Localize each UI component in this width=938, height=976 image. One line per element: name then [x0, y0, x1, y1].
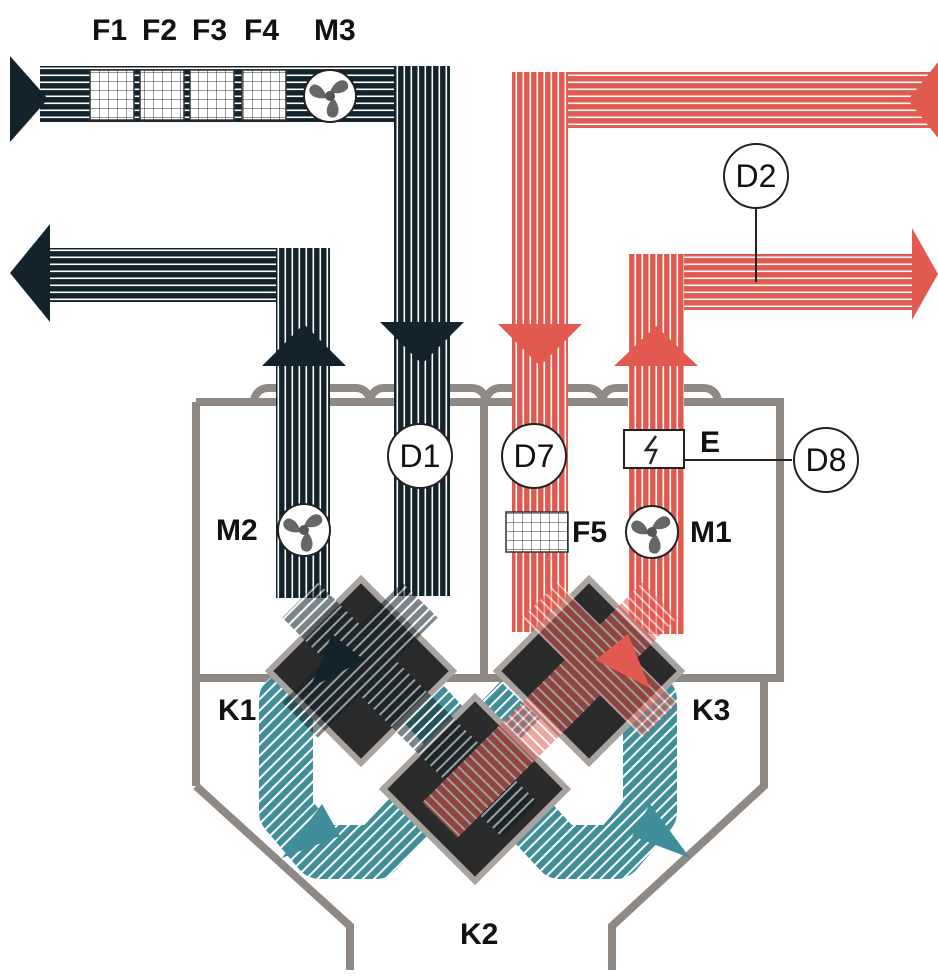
label-f3: F3 [192, 14, 227, 47]
teal-arrow-icon [632, 804, 690, 858]
label-k2: K2 [460, 918, 498, 951]
flow-arrow-icon [596, 634, 650, 688]
label-m1: M1 [690, 516, 732, 549]
label-d2: D2 [736, 158, 777, 194]
label-f2: F2 [142, 14, 177, 47]
fan-m2-icon [277, 503, 331, 557]
sensor-d2-circle [723, 143, 789, 209]
sensor-d1-circle [387, 423, 453, 489]
label-f1: F1 [92, 14, 127, 47]
flow-arrow-icon [310, 634, 364, 688]
inlet-arrow-icon [10, 56, 48, 142]
teal-arrow-icon [282, 804, 340, 858]
label-k3: K3 [692, 694, 730, 727]
down-arrow-icon [380, 322, 464, 364]
sensor-d7-circle [501, 423, 567, 489]
label-f4: F4 [244, 14, 279, 47]
lightning-icon [643, 435, 658, 465]
fan-m3-icon [303, 69, 357, 123]
label-d1: D1 [400, 438, 441, 474]
filter-f5-icon [505, 511, 569, 553]
label-m2: M2 [216, 514, 258, 547]
label-k1: K1 [218, 694, 256, 727]
filter-f1-icon [89, 69, 135, 121]
label-f5: F5 [572, 516, 607, 549]
red-down-arrow-icon [498, 324, 582, 366]
red-outlet-arrow-icon [912, 228, 938, 320]
filters [89, 69, 569, 553]
fan-m1-icon [625, 505, 679, 559]
label-d7: D7 [514, 438, 555, 474]
filter-f4-icon [241, 69, 287, 121]
sensor-d8-circle [793, 427, 859, 493]
supply-outdoor-vertical [394, 66, 450, 346]
red-supply-horizontal [512, 72, 932, 128]
label-d8: D8 [806, 442, 847, 478]
filter-f2-icon [139, 69, 185, 121]
label-e: E [700, 426, 720, 459]
label-m3: M3 [314, 14, 356, 47]
filter-f3-icon [189, 69, 235, 121]
red-up-arrow-icon [614, 326, 698, 366]
outlet-arrow-icon [10, 224, 50, 322]
up-arrow-icon [262, 324, 346, 366]
red-inlet-arrow-icon [908, 62, 938, 138]
